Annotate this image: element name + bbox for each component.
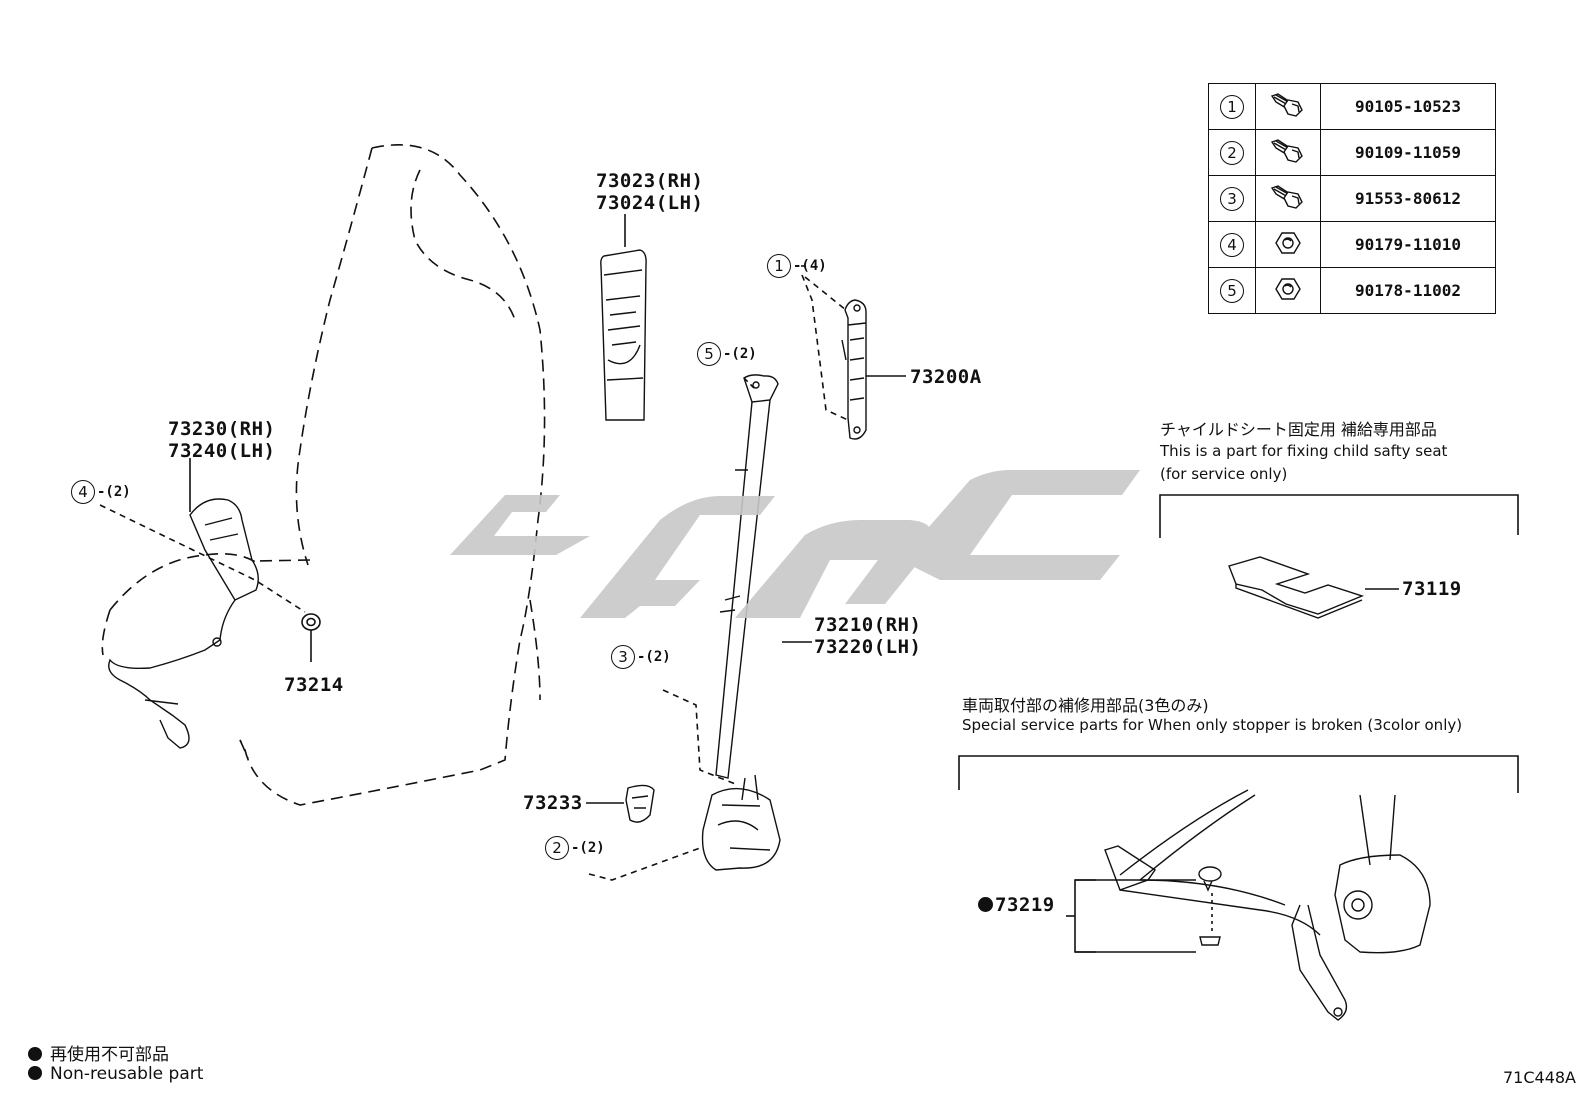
callout-73230: 73230(RH) bbox=[168, 418, 276, 440]
callout-73119: 73119 bbox=[1402, 578, 1462, 600]
legend-en: Non-reusable part bbox=[28, 1064, 203, 1084]
shoulder-adjuster bbox=[841, 299, 867, 440]
bolt-icon bbox=[1270, 92, 1303, 117]
fastener-ref-3: 3 bbox=[611, 645, 635, 669]
stopper-detail bbox=[1104, 789, 1431, 1021]
fastener-part-number: 90105-10523 bbox=[1320, 83, 1496, 130]
seat-buckle bbox=[108, 498, 259, 749]
fastener-num-cell: 3 bbox=[1208, 175, 1256, 222]
fastener-ref-2-qty: -(2) bbox=[571, 840, 605, 856]
legend-jp: 再使用不可部品 bbox=[28, 1040, 169, 1065]
child-seat-note-service: (for service only) bbox=[1160, 465, 1288, 483]
nut-icon bbox=[1275, 277, 1301, 300]
child-seat-note-en: This is a part for fixing child safty se… bbox=[1160, 442, 1448, 460]
fastener-ref-3-qty: -(2) bbox=[637, 649, 671, 665]
bolt-icon bbox=[1255, 175, 1321, 222]
fastener-num: 1 bbox=[1220, 94, 1244, 119]
pillar-garnish bbox=[600, 249, 647, 421]
belt-cover bbox=[625, 784, 655, 823]
fastener-row: 5 90178-11002 bbox=[1208, 267, 1496, 314]
callout-73233: 73233 bbox=[523, 792, 583, 814]
bolt-icon bbox=[1255, 129, 1321, 176]
fastener-table: 1 90105-10523 2 90109-11059 3 91553-80612 4 901… bbox=[1208, 83, 1496, 314]
stopper-note-jp: 車両取付部の補修用部品(3色のみ) bbox=[962, 696, 1209, 715]
callout-73240: 73240(LH) bbox=[168, 440, 276, 462]
nut-icon bbox=[1275, 231, 1301, 254]
legend-dot-icon bbox=[28, 1047, 42, 1061]
legend-en-text: Non-reusable part bbox=[50, 1064, 204, 1084]
seat-outline bbox=[101, 144, 546, 806]
callout-73200a: 73200A bbox=[910, 366, 982, 388]
fastener-row: 1 90105-10523 bbox=[1208, 83, 1496, 130]
fastener-ref-1-qty: -(4) bbox=[793, 258, 827, 274]
stopper-note-en: Special service parts for When only stop… bbox=[962, 716, 1463, 734]
fastener-ref-4: 4 bbox=[71, 480, 95, 504]
bolt-icon bbox=[1255, 83, 1321, 130]
fastener-part-number: 90178-11002 bbox=[1320, 267, 1496, 314]
callout-73214: 73214 bbox=[284, 674, 344, 696]
non-reusable-dot-icon bbox=[978, 897, 993, 912]
nut-icon bbox=[1255, 221, 1321, 268]
fastener-ref-4-qty: -(2) bbox=[97, 484, 131, 500]
fastener-num-cell: 4 bbox=[1208, 221, 1256, 268]
callout-73024: 73024(LH) bbox=[596, 192, 704, 214]
fastener-num: 5 bbox=[1220, 278, 1244, 303]
fastener-row: 2 90109-11059 bbox=[1208, 129, 1496, 176]
fastener-num-cell: 2 bbox=[1208, 129, 1256, 176]
child-seat-bracket bbox=[1228, 556, 1365, 619]
fastener-part-number: 90179-11010 bbox=[1320, 221, 1496, 268]
diagram-code: 71C448A bbox=[1502, 1068, 1576, 1087]
fastener-num: 4 bbox=[1220, 232, 1244, 257]
fastener-part-number: 91553-80612 bbox=[1320, 175, 1496, 222]
nut-icon bbox=[1255, 267, 1321, 314]
fastener-num: 3 bbox=[1220, 186, 1244, 211]
callout-73219-text: 73219 bbox=[995, 894, 1055, 916]
callout-73210: 73210(RH) bbox=[814, 614, 922, 636]
fastener-part-number: 90109-11059 bbox=[1320, 129, 1496, 176]
belt-assembly bbox=[701, 374, 781, 871]
callout-73023: 73023(RH) bbox=[596, 170, 704, 192]
fastener-row: 4 90179-11010 bbox=[1208, 221, 1496, 268]
fastener-ref-2: 2 bbox=[545, 836, 569, 860]
fastener-num-cell: 5 bbox=[1208, 267, 1256, 314]
child-seat-note-jp: チャイルドシート固定用 補給専用部品 bbox=[1160, 420, 1437, 439]
fastener-ref-1: 1 bbox=[767, 254, 791, 278]
fastener-ref-5: 5 bbox=[697, 342, 721, 366]
callout-73219: 73219 bbox=[978, 894, 1055, 916]
watermark-logo bbox=[450, 470, 1140, 618]
callout-73220: 73220(LH) bbox=[814, 636, 922, 658]
fastener-row: 3 91553-80612 bbox=[1208, 175, 1496, 222]
legend-jp-text: 再使用不可部品 bbox=[50, 1045, 169, 1065]
bolt-icon bbox=[1270, 138, 1303, 163]
fastener-num-cell: 1 bbox=[1208, 83, 1256, 130]
fastener-ref-5-qty: -(2) bbox=[723, 346, 757, 362]
fastener-num: 2 bbox=[1220, 140, 1244, 165]
legend-dot-icon bbox=[28, 1066, 42, 1080]
bolt-icon bbox=[1270, 184, 1303, 209]
